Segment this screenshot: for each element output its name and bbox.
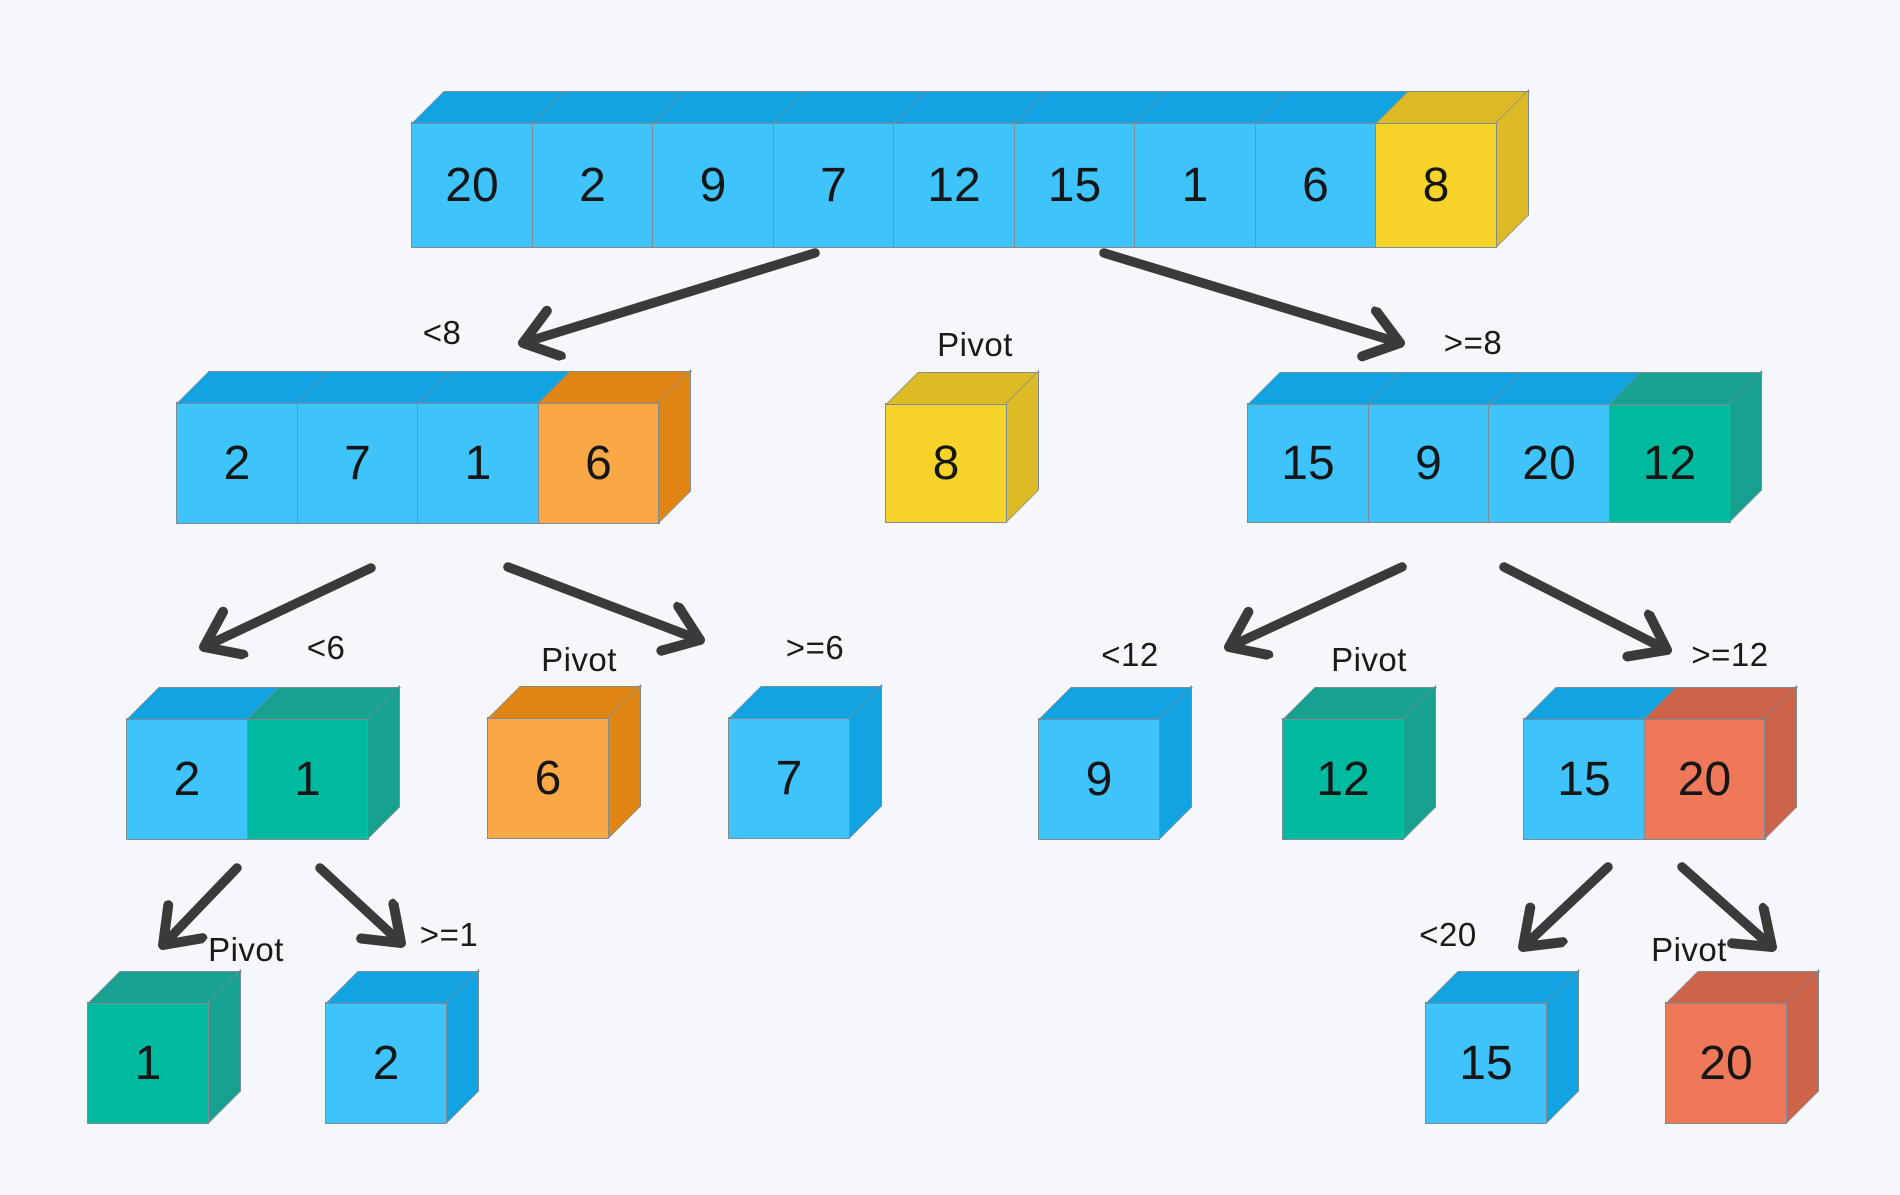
arrow-lt6-to-ge1 bbox=[315, 863, 401, 943]
cell-value: 9 bbox=[699, 158, 727, 212]
cell-value: 20 bbox=[445, 158, 499, 212]
cell-value: 9 bbox=[1085, 752, 1113, 806]
label-pivot1: Pivot bbox=[208, 931, 284, 968]
arrow-left-to-ge6 bbox=[503, 562, 700, 640]
array-cell: 15 bbox=[1522, 686, 1678, 840]
cell-value: 8 bbox=[932, 436, 960, 490]
array-cell-pivot: 6 bbox=[537, 368, 692, 524]
array-cell: 9 bbox=[651, 90, 807, 248]
pivot1-cube: 1 bbox=[86, 968, 242, 1124]
lt20-cube: 15 bbox=[1424, 968, 1580, 1124]
array-cell: 15 bbox=[1013, 90, 1168, 248]
array-cell: 7 bbox=[772, 90, 927, 248]
cell-value: 1 bbox=[294, 752, 321, 806]
cell-value: 1 bbox=[464, 436, 492, 490]
array-cell: 9 bbox=[1367, 371, 1522, 523]
pivot12-cube: 12 bbox=[1281, 684, 1437, 840]
label-pivot8: Pivot bbox=[937, 326, 1013, 363]
label-pivot6: Pivot bbox=[541, 641, 617, 678]
arrow-ge12-to-lt20 bbox=[1523, 862, 1613, 947]
label-pivot12: Pivot bbox=[1331, 641, 1407, 678]
array-cell: 1 bbox=[416, 370, 572, 524]
cell-value: 20 bbox=[1677, 752, 1732, 806]
cell-value: 12 bbox=[927, 158, 981, 212]
cell-value: 7 bbox=[820, 158, 847, 212]
array-cell-pivot: 12 bbox=[1608, 369, 1763, 523]
cell-value: 20 bbox=[1522, 436, 1576, 490]
pivot20-cube: 20 bbox=[1664, 968, 1820, 1124]
label-ge1: >=1 bbox=[419, 916, 479, 953]
label-ge6: >=6 bbox=[785, 629, 845, 666]
cell-value: 8 bbox=[1422, 158, 1450, 212]
array-cell: 7 bbox=[296, 370, 451, 524]
cell-value: 15 bbox=[1459, 1036, 1513, 1090]
cell-value: 12 bbox=[1642, 436, 1697, 490]
lt12-cube: 9 bbox=[1037, 684, 1193, 840]
array-cell-pivot: 8 bbox=[1374, 88, 1530, 248]
cell-value: 2 bbox=[223, 436, 251, 490]
array-cell: 20 bbox=[1487, 371, 1643, 523]
value-cell: 2 bbox=[324, 968, 480, 1124]
pivot8-cube: 8 bbox=[884, 369, 1040, 523]
cell-value: 9 bbox=[1415, 436, 1442, 490]
ge6-cube: 7 bbox=[727, 683, 883, 839]
label-ge8: >=8 bbox=[1443, 324, 1503, 361]
value-cell: 9 bbox=[1037, 684, 1193, 840]
array-cell-pivot: 20 bbox=[1643, 684, 1798, 840]
pivot-cell: 12 bbox=[1281, 684, 1437, 840]
lt8-array: 2 7 1 6 bbox=[175, 368, 692, 524]
cell-value: 1 bbox=[134, 1036, 162, 1090]
arrow-root-to-left bbox=[523, 248, 820, 343]
ge12-array: 15 20 bbox=[1522, 684, 1798, 840]
arrow-root-to-right bbox=[1099, 248, 1400, 343]
label-ge12: >=12 bbox=[1691, 636, 1769, 673]
label-lt6: <6 bbox=[306, 629, 346, 666]
array-cell: 6 bbox=[1254, 90, 1409, 248]
label-lt12: <12 bbox=[1101, 636, 1159, 673]
value-cell: 15 bbox=[1424, 968, 1580, 1124]
cell-value: 6 bbox=[1302, 158, 1329, 212]
array-cell-pivot: 1 bbox=[246, 684, 401, 840]
arrow-right-to-lt12 bbox=[1229, 562, 1407, 647]
cell-value: 12 bbox=[1316, 752, 1370, 806]
cell-value: 7 bbox=[344, 436, 371, 490]
label-lt8: <8 bbox=[422, 314, 462, 351]
cell-value: 6 bbox=[534, 751, 562, 805]
array-cell: 20 bbox=[410, 90, 566, 248]
cell-value: 15 bbox=[1047, 158, 1102, 212]
label-pivot20: Pivot bbox=[1651, 931, 1727, 968]
value-cell: 7 bbox=[727, 683, 883, 839]
cell-value: 2 bbox=[372, 1036, 400, 1090]
pivot-cell: 20 bbox=[1664, 968, 1820, 1124]
array-cell: 12 bbox=[892, 90, 1048, 248]
array-cell: 2 bbox=[175, 370, 331, 524]
arrow-left-to-lt6 bbox=[204, 563, 376, 647]
cell-value: 15 bbox=[1281, 436, 1335, 490]
label-lt20: <20 bbox=[1419, 916, 1477, 953]
pivot6-cube: 6 bbox=[486, 683, 642, 839]
array-cell: 2 bbox=[125, 686, 281, 840]
pivot-cell: 6 bbox=[486, 683, 642, 839]
cell-value: 20 bbox=[1699, 1036, 1753, 1090]
lt6-array: 2 1 bbox=[125, 684, 401, 840]
ge8-array: 15 9 20 12 bbox=[1246, 369, 1763, 523]
cell-value: 2 bbox=[579, 158, 606, 212]
cell-value: 1 bbox=[1181, 158, 1209, 212]
root-array: 20 2 9 7 12 15 1 6 8 bbox=[410, 88, 1530, 248]
cell-value: 15 bbox=[1557, 752, 1611, 806]
array-cell: 2 bbox=[531, 90, 686, 248]
cell-value: 6 bbox=[585, 436, 612, 490]
array-cell: 1 bbox=[1133, 90, 1289, 248]
array-cell: 15 bbox=[1246, 371, 1402, 523]
pivot-cell: 1 bbox=[86, 968, 242, 1124]
pivot-cell: 8 bbox=[884, 369, 1040, 523]
ge1-cube: 2 bbox=[324, 968, 480, 1124]
cell-value: 2 bbox=[173, 752, 201, 806]
arrow-right-to-ge12 bbox=[1499, 562, 1667, 650]
cell-value: 7 bbox=[775, 751, 803, 805]
